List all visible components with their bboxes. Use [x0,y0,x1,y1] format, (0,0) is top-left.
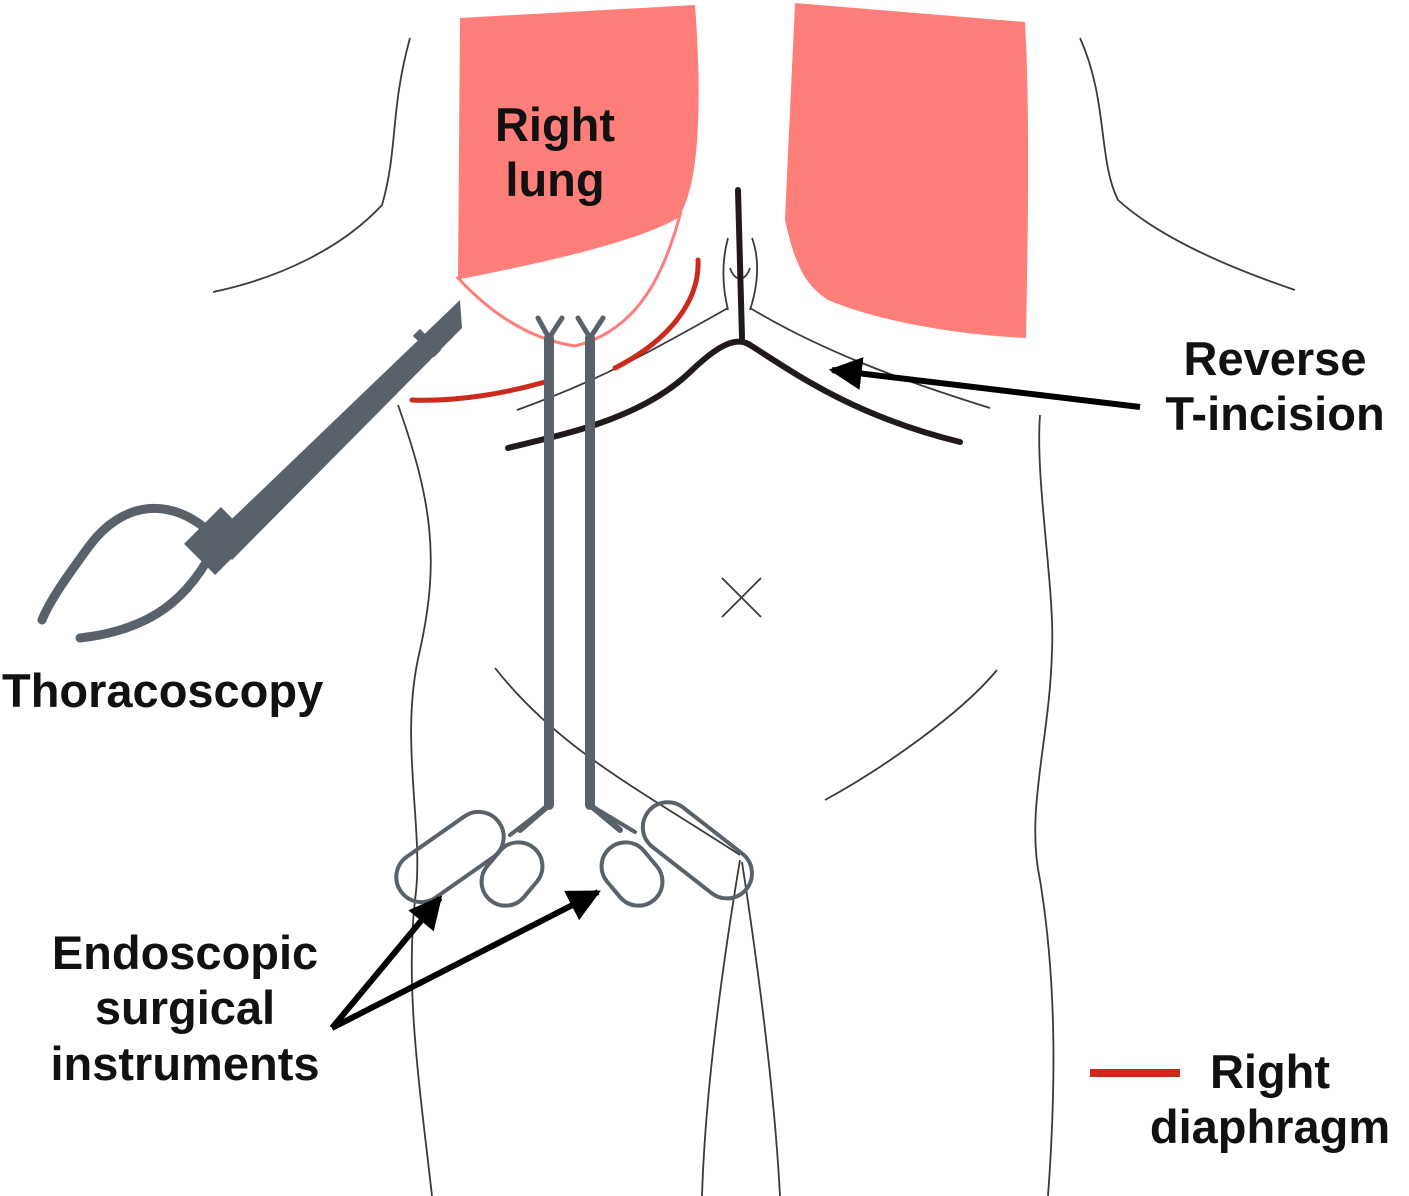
thoracoscope-cable-lower [75,535,223,643]
navel-icon [721,577,762,618]
instrument-left-arm-b [508,803,551,837]
sternum-right [749,237,758,311]
diaphragm-curve-inner [612,257,701,371]
instrument-left-jaw-a [535,315,552,341]
arrow-to-incision [828,357,1141,410]
thoracoscope-light-cable [37,503,223,625]
endoscopic-label-line1: Endoscopic [51,926,319,979]
inner-thigh-left [701,859,741,1196]
thoracoscope-shaft [212,300,462,560]
arrow-to-left-handle [329,895,443,1030]
left-lung-shape [785,3,1029,338]
inner-thigh-right [741,861,781,1196]
instrument-right-arm-b [588,803,637,834]
arrows [329,357,1141,1031]
right-side-line [1034,414,1055,1196]
groin-line-left [494,667,741,856]
legend-label-line2: diaphragm [1149,1100,1391,1154]
thoracoscope [37,300,462,643]
thoracoscopy-label: Thoracoscopy [2,664,324,717]
instrument-left-jaw-b [546,315,565,341]
legend-label-line1: Right [1209,1045,1331,1098]
incision-curve [505,338,963,451]
lungs [455,3,1029,348]
reverse-t-label-line1: Reverse [1183,332,1367,385]
reverse-t-incision-label: Reverse T-incision [1145,331,1405,442]
right-lung-lower-lobe [455,211,683,348]
right-lung-label-line1: Right [494,98,616,151]
left-torso-contour [212,37,411,293]
body-outline [212,37,1296,1196]
sternum-left [722,237,729,311]
right-lung-label-line2: lung [505,153,605,207]
right-lung-label: Right lung [470,97,640,208]
right-diaphragm [409,257,701,403]
endoscopic-instruments [394,315,754,908]
incision-vertical [735,187,745,341]
right-lung-shape [458,5,699,278]
instrument-left-handle-inner [479,840,545,908]
right-torso-contour [1079,37,1296,291]
endoscopic-label-line3: instruments [50,1036,320,1090]
instrument-right [575,315,754,908]
thoracoscope-clip [412,328,442,358]
legend-label: Right diaphragm [1130,1044,1409,1155]
arrow-to-right-handle [330,889,601,1031]
instrument-right-handle-inner [599,840,665,908]
left-side-line [397,404,433,1196]
diaphragm-curve-lower [409,379,548,403]
reverse-t-label-line2: T-incision [1165,387,1385,441]
endoscopic-label-line2: surgical [94,981,276,1035]
instrument-left-handle-outer [394,809,506,905]
groin-line-right [824,669,998,801]
endoscopic-instruments-label: Endoscopic surgical instruments [20,925,350,1091]
instrument-right-jaw-a [575,315,593,341]
instrument-right-jaw-b [587,315,606,341]
instrument-right-handle-outer [640,800,754,901]
instrument-left [394,315,565,908]
